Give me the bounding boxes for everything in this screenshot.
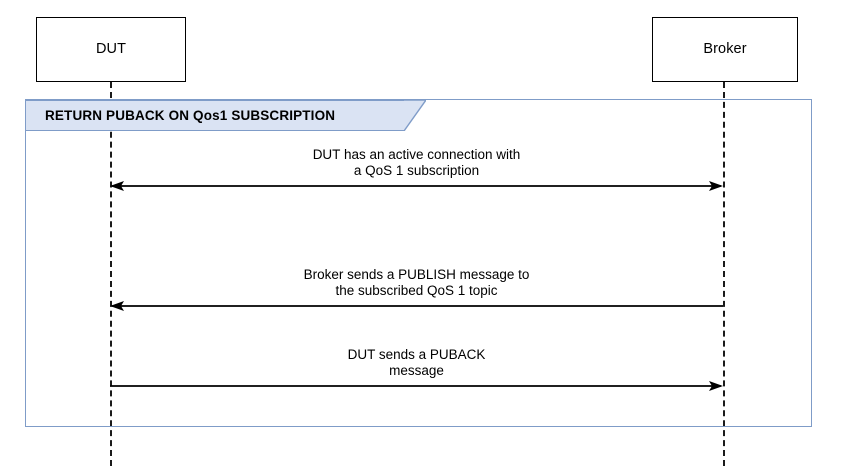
fragment-label-text: RETURN PUBACK ON Qos1 SUBSCRIPTION	[45, 108, 336, 123]
message-2-label: Broker sends a PUBLISH message to the su…	[303, 267, 530, 298]
participant-label-dut: DUT	[95, 41, 127, 58]
participant-box-dut[interactable]: DUT	[36, 17, 186, 82]
message-3-label: DUT sends a PUBACK message	[347, 347, 486, 378]
participant-label-broker: Broker	[703, 41, 747, 58]
fragment-label-band[interactable]: RETURN PUBACK ON Qos1 SUBSCRIPTION	[25, 100, 405, 131]
lifeline-broker	[723, 82, 725, 466]
lifeline-dut	[110, 82, 112, 466]
fragment-label-bevel-icon	[404, 100, 426, 131]
participant-box-broker[interactable]: Broker	[652, 17, 798, 82]
message-1-label: DUT has an active connection with a QoS …	[312, 147, 521, 178]
message-1-arrow-icon	[110, 181, 723, 191]
message-3-arrow-icon	[110, 381, 723, 391]
message-2-arrow-icon	[110, 301, 723, 311]
